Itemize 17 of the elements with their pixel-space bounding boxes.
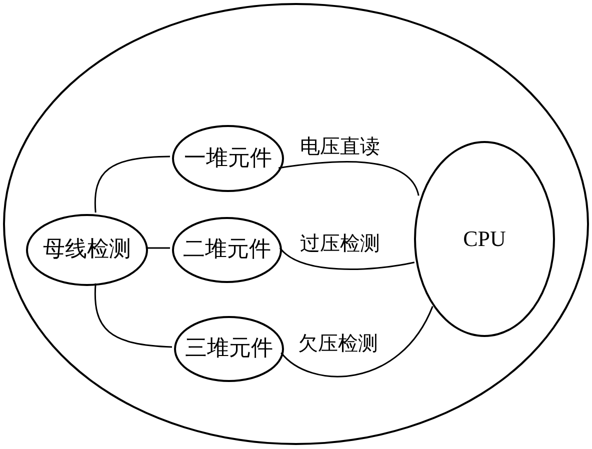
node-ellipse [172, 125, 284, 192]
node-label: 二堆元件 [183, 239, 271, 261]
node-label: 一堆元件 [184, 148, 272, 170]
connector-line [94, 156, 170, 213]
connector-line [279, 247, 415, 270]
connector-line [94, 283, 172, 348]
node-label: 三堆元件 [185, 338, 273, 360]
node-ellipse [26, 214, 148, 286]
node-ellipse [174, 316, 284, 382]
node-ellipse [414, 141, 555, 337]
connector-line [146, 247, 170, 249]
node-ellipse [172, 217, 282, 283]
node-label: CPU [463, 228, 506, 250]
connector-line [278, 160, 420, 196]
node-label: 母线检测 [43, 239, 131, 261]
edge-label: 电压直读 [298, 136, 382, 156]
connector-line [280, 306, 434, 378]
